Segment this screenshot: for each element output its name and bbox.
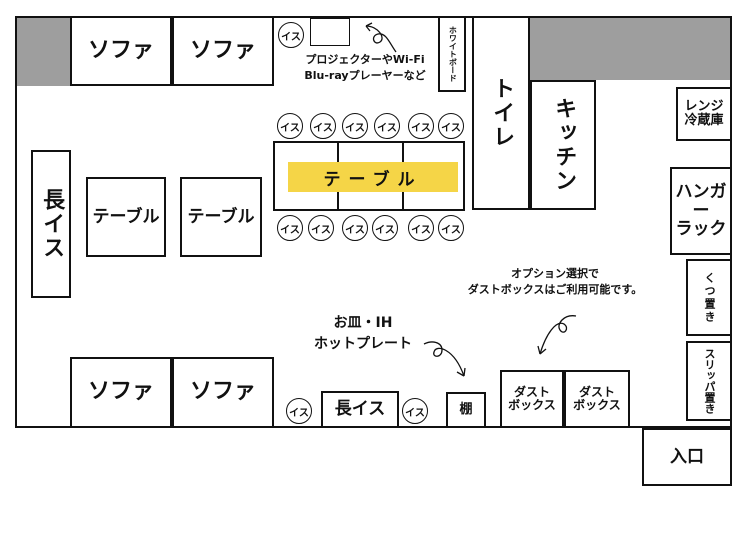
whiteboard: ホワイトボード (438, 16, 466, 92)
wall-left-top (17, 18, 70, 86)
note-option: オプション選択でダストボックスはご利用可能です。 (467, 267, 643, 296)
table-middle: テーブル (180, 177, 262, 257)
chair-bottom-2: イス (308, 215, 334, 241)
toilet: トイレ (472, 16, 530, 210)
projector-icon (310, 18, 350, 46)
dust-box-2: ダストボックス (564, 370, 630, 428)
sofa-bottom-left: ソファ (70, 357, 172, 428)
main-table-highlight: テーブル (288, 162, 458, 192)
dust-box-1: ダストボックス (500, 370, 564, 428)
chair-bottom-4: イス (372, 215, 398, 241)
chair-bottom-6: イス (438, 215, 464, 241)
curl-arrow-icon (365, 22, 397, 53)
chair-top-3: イス (342, 113, 368, 139)
sofa-top-right: ソファ (172, 16, 274, 86)
shelf: 棚 (446, 392, 486, 428)
sofa-bottom-right: ソファ (172, 357, 274, 428)
chair-projector: イス (278, 22, 304, 48)
chair-top-1: イス (277, 113, 303, 139)
chair-top-2: イス (310, 113, 336, 139)
slipper-storage: スリッパ置き (686, 341, 732, 421)
sofa-top-left: ソファ (70, 16, 172, 86)
table-left: テーブル (86, 177, 166, 257)
chair-top-5: イス (408, 113, 434, 139)
range-fridge: レンジ冷蔵庫 (676, 87, 732, 141)
kitchen: キッチン (530, 80, 596, 210)
entrance: 入口 (642, 428, 732, 486)
curl-arrow-icon-hotplate (423, 341, 466, 377)
chair-top-4: イス (374, 113, 400, 139)
chair-bottom-5: イス (408, 215, 434, 241)
shoe-storage: くつ置き (686, 259, 732, 336)
chair-bench-left: イス (286, 398, 312, 424)
chair-bench-right: イス (402, 398, 428, 424)
chair-bottom-3: イス (342, 215, 368, 241)
hanger-rack: ハンガーラック (670, 167, 732, 255)
long-bench-bottom: 長イス (321, 391, 399, 428)
curl-arrow-icon-option (537, 315, 577, 355)
chair-bottom-1: イス (277, 215, 303, 241)
wall-right-top (530, 18, 730, 80)
long-bench-left: 長イス (31, 150, 71, 298)
chair-top-6: イス (438, 113, 464, 139)
